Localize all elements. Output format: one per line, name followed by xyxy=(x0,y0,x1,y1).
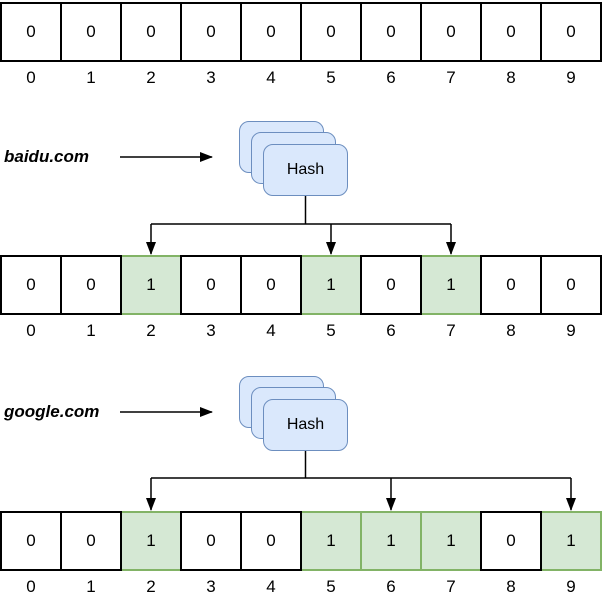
index-label-initial-6: 6 xyxy=(386,68,396,87)
bit-cell-after-baidu-6: 0 xyxy=(360,255,422,315)
bit-cell-initial-8: 0 xyxy=(480,2,542,62)
index-label-after-baidu-5: 5 xyxy=(326,321,336,340)
bit-cell-after-google-0: 0 xyxy=(0,511,62,571)
index-label-after-google-3: 3 xyxy=(206,577,216,596)
index-label-initial-4: 4 xyxy=(266,68,276,87)
bit-cell-after-google-2: 1 xyxy=(120,511,182,571)
bit-cell-after-baidu-5: 1 xyxy=(300,255,362,315)
index-label-initial-9: 9 xyxy=(566,68,576,87)
bit-cell-initial-1: 0 xyxy=(60,2,122,62)
index-label-after-baidu-7: 7 xyxy=(446,321,456,340)
index-label-after-baidu-0: 0 xyxy=(26,321,36,340)
index-label-after-baidu-4: 4 xyxy=(266,321,276,340)
index-label-after-baidu-8: 8 xyxy=(506,321,516,340)
index-row-initial: 0 1 2 3 4 5 6 7 8 9 xyxy=(0,68,602,88)
index-label-initial-0: 0 xyxy=(26,68,36,87)
bit-cell-after-baidu-0: 0 xyxy=(0,255,62,315)
hash-box-label: Hash xyxy=(286,416,325,433)
input-label-google: google.com xyxy=(4,402,100,421)
index-label-initial-8: 8 xyxy=(506,68,516,87)
bit-cell-after-baidu-3: 0 xyxy=(180,255,242,315)
index-label-after-google-8: 8 xyxy=(506,577,516,596)
index-label-after-baidu-3: 3 xyxy=(206,321,216,340)
bit-cell-after-baidu-1: 0 xyxy=(60,255,122,315)
index-label-after-google-2: 2 xyxy=(146,577,156,596)
index-label-initial-5: 5 xyxy=(326,68,336,87)
index-label-after-google-9: 9 xyxy=(566,577,576,596)
index-label-initial-2: 2 xyxy=(146,68,156,87)
bit-cell-initial-4: 0 xyxy=(240,2,302,62)
bit-cell-after-google-1: 0 xyxy=(60,511,122,571)
bit-cell-after-baidu-7: 1 xyxy=(420,255,482,315)
index-label-after-baidu-1: 1 xyxy=(86,321,96,340)
index-label-after-google-6: 6 xyxy=(386,577,396,596)
bit-cell-after-baidu-9: 0 xyxy=(540,255,602,315)
bit-cell-after-baidu-4: 0 xyxy=(240,255,302,315)
bit-cell-after-baidu-8: 0 xyxy=(480,255,542,315)
index-label-initial-1: 1 xyxy=(86,68,96,87)
bit-cell-after-google-4: 0 xyxy=(240,511,302,571)
hash-box-front: Hash xyxy=(263,144,348,196)
bit-cell-after-google-7: 1 xyxy=(420,511,482,571)
bit-cell-after-google-6: 1 xyxy=(360,511,422,571)
index-label-after-google-0: 0 xyxy=(26,577,36,596)
bit-cell-initial-2: 0 xyxy=(120,2,182,62)
bit-cell-after-baidu-2: 1 xyxy=(120,255,182,315)
index-row-after-google: 0 1 2 3 4 5 6 7 8 9 xyxy=(0,577,602,597)
bit-cell-after-google-5: 1 xyxy=(300,511,362,571)
bit-cell-initial-3: 0 xyxy=(180,2,242,62)
hash-stack-google: Hash xyxy=(239,376,372,475)
bit-cell-initial-6: 0 xyxy=(360,2,422,62)
bit-cell-initial-7: 0 xyxy=(420,2,482,62)
index-label-after-google-4: 4 xyxy=(266,577,276,596)
index-label-initial-3: 3 xyxy=(206,68,216,87)
index-label-after-google-5: 5 xyxy=(326,577,336,596)
input-label-baidu: baidu.com xyxy=(4,147,90,166)
index-row-after-baidu: 0 1 2 3 4 5 6 7 8 9 xyxy=(0,321,602,341)
index-label-initial-7: 7 xyxy=(446,68,456,87)
index-label-after-google-1: 1 xyxy=(86,577,96,596)
bit-cell-after-google-8: 0 xyxy=(480,511,542,571)
bit-cell-after-google-9: 1 xyxy=(540,511,602,571)
hash-box-label: Hash xyxy=(286,161,325,178)
index-label-after-google-7: 7 xyxy=(446,577,456,596)
bit-cell-initial-5: 0 xyxy=(300,2,362,62)
index-label-after-baidu-6: 6 xyxy=(386,321,396,340)
bit-cell-after-google-3: 0 xyxy=(180,511,242,571)
index-label-after-baidu-2: 2 xyxy=(146,321,156,340)
hash-stack-baidu: Hash xyxy=(239,121,372,220)
bit-cell-initial-0: 0 xyxy=(0,2,62,62)
hash-box-front: Hash xyxy=(263,399,348,451)
bit-cell-initial-9: 0 xyxy=(540,2,602,62)
index-label-after-baidu-9: 9 xyxy=(566,321,576,340)
